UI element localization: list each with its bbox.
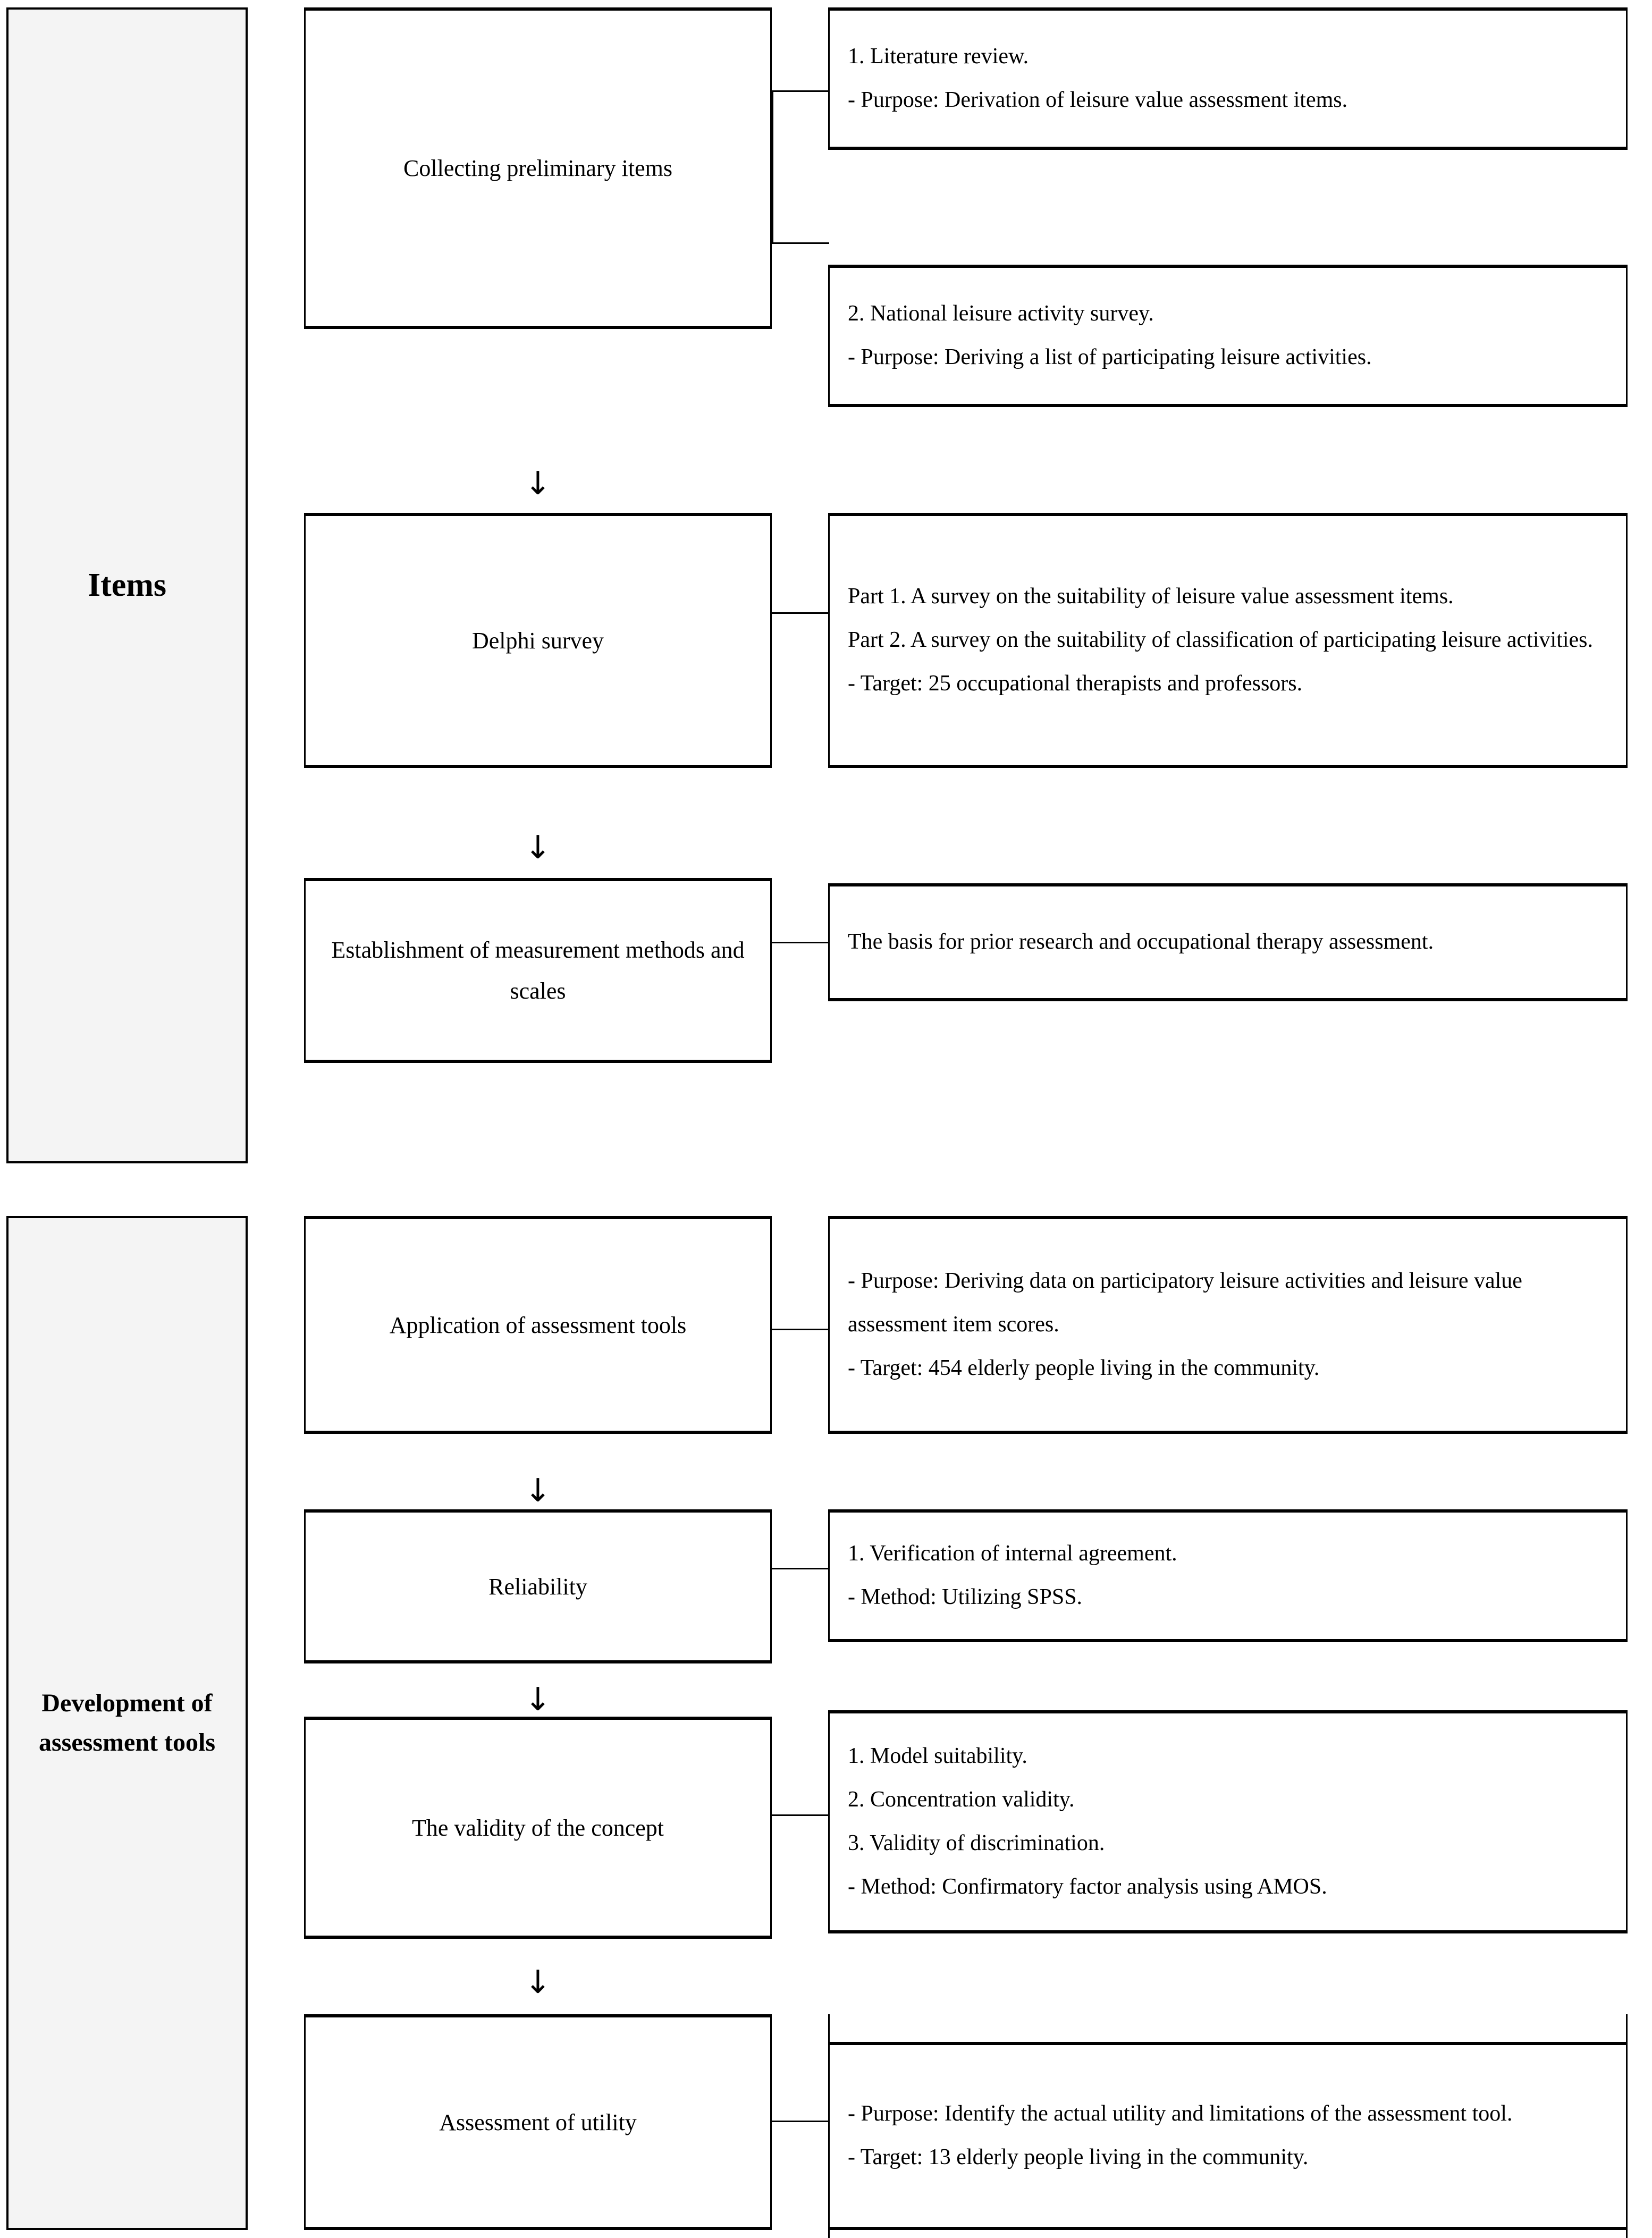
group-sidebar-development: Development of assessment tools [6,1216,248,2230]
down-arrow-icon: ↓ [524,829,552,866]
detail-line: - Purpose: Identify the actual utility a… [848,2101,1513,2126]
stage-label-the-validity-of-the-concept: The validity of the concept [411,1814,664,1841]
detail-line: 1. Model suitability. [848,1744,1027,1769]
connector-reliability-to-detail [772,1568,829,1569]
detail-line: - Purpose: Deriving data on participator… [848,1269,1522,1337]
detail-box-delphi-survey: Part 1. A survey on the suitability of l… [828,513,1628,768]
down-arrow-icon: ↓ [524,1964,552,2001]
connector-validity-to-detail [772,1814,829,1816]
connector-utility-to-detail [772,2121,829,2122]
detail-box-utility-right-edge-extension [1626,2014,1628,2238]
connector-collecting-to-national-survey [772,242,829,244]
stage-label-reliability: Reliability [488,1573,587,1600]
detail-line: - Target: 454 elderly people living in t… [848,1355,1320,1380]
detail-box-application-of-assessment-tools: - Purpose: Deriving data on participator… [828,1216,1628,1434]
down-arrow-icon: ↓ [524,1681,552,1718]
connector-collecting-branch-vertical [772,90,773,242]
detail-line: The basis for prior research and occupat… [848,930,1434,955]
detail-box-assessment-of-utility: - Purpose: Identify the actual utility a… [828,2042,1628,2230]
detail-line: - Target: 25 occupational therapists and… [848,671,1303,696]
connector-application-to-detail [772,1329,829,1330]
detail-line: 1. Verification of internal agreement. [848,1541,1177,1566]
stage-label-assessment-of-utility: Assessment of utility [439,2109,637,2135]
detail-box-utility-left-edge-extension [828,2014,830,2238]
stage-box-assessment-of-utility: Assessment of utility [304,2014,772,2230]
group-label-development: Development of assessment tools [39,1688,215,1756]
down-arrow-icon: ↓ [524,465,552,502]
stage-box-the-validity-of-the-concept: The validity of the concept [304,1717,772,1939]
detail-line: - Purpose: Derivation of leisure value a… [848,88,1348,112]
stage-label-collecting-preliminary-items: Collecting preliminary items [403,155,672,181]
stage-label-delphi-survey: Delphi survey [471,627,604,654]
connector-delphi-to-detail [772,612,829,614]
detail-line: - Method: Utilizing SPSS. [848,1585,1083,1609]
detail-line: - Target: 13 elderly people living in th… [848,2145,1309,2169]
detail-box-reliability: 1. Verification of internal agreement. -… [828,1509,1628,1642]
detail-line: 2. National leisure activity survey. [848,301,1154,326]
stage-label-establishment-of-measurement-methods-and-scales: Establishment of measurement methods and… [331,937,745,1004]
connector-collecting-to-literature-review [772,90,829,92]
group-label-items: Items [87,567,167,604]
detail-line: - Purpose: Deriving a list of participat… [848,345,1372,369]
down-arrow-icon: ↓ [524,1472,552,1509]
stage-box-collecting-preliminary-items: Collecting preliminary items [304,7,772,329]
detail-line: 3. Validity of discrimination. [848,1831,1105,1855]
detail-line: 2. Concentration validity. [848,1787,1075,1812]
group-sidebar-items: Items [6,7,248,1163]
detail-box-national-leisure-activity-survey: 2. National leisure activity survey. - P… [828,265,1628,407]
detail-line: Part 1. A survey on the suitability of l… [848,584,1454,609]
stage-label-application-of-assessment-tools: Application of assessment tools [389,1312,687,1338]
detail-box-basis-for-prior-research: The basis for prior research and occupat… [828,883,1628,1001]
detail-line: - Method: Confirmatory factor analysis u… [848,1874,1327,1899]
stage-box-establishment-of-measurement-methods-and-scales: Establishment of measurement methods and… [304,878,772,1063]
stage-box-reliability: Reliability [304,1509,772,1663]
stage-box-application-of-assessment-tools: Application of assessment tools [304,1216,772,1434]
detail-line: 1. Literature review. [848,44,1029,69]
detail-line: Part 2. A survey on the suitability of c… [848,628,1594,653]
stage-box-delphi-survey: Delphi survey [304,513,772,768]
detail-box-literature-review: 1. Literature review. - Purpose: Derivat… [828,7,1628,150]
connector-establishment-to-detail [772,942,829,943]
detail-box-the-validity-of-the-concept: 1. Model suitability. 2. Concentration v… [828,1710,1628,1933]
